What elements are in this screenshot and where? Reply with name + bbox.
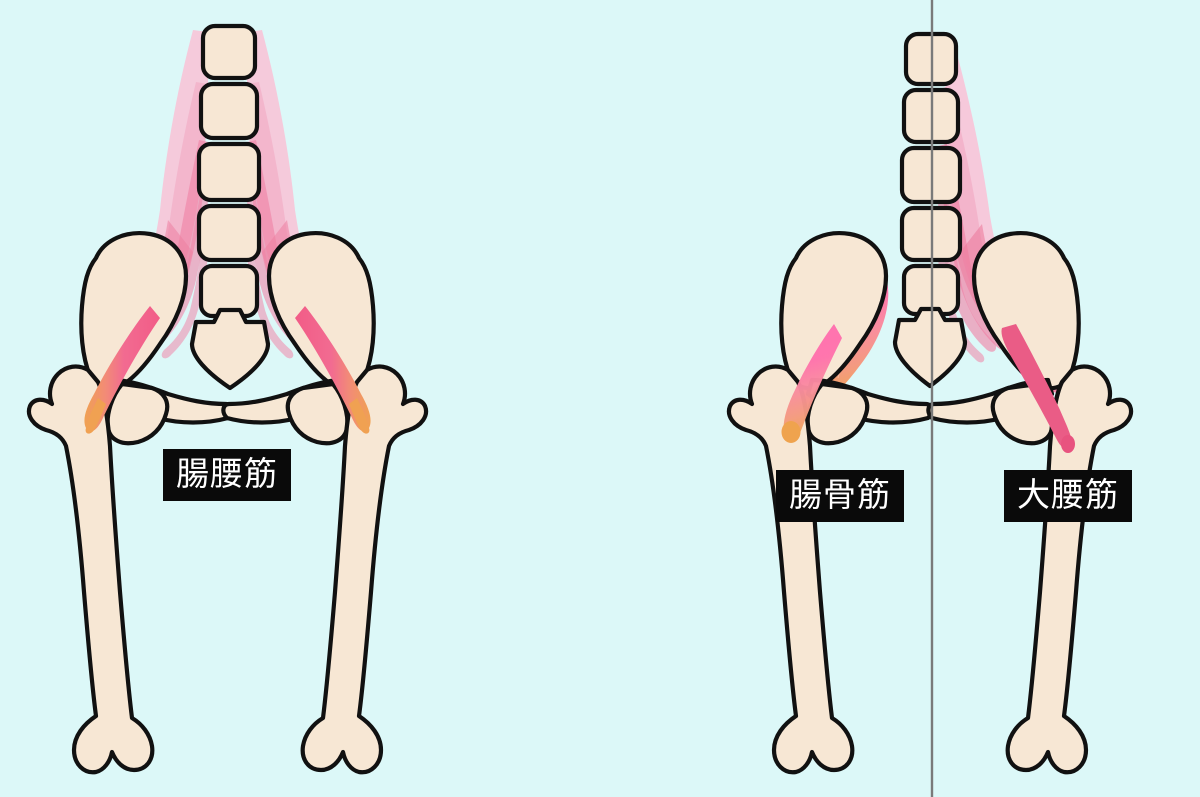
- psoas-fiber-band: [161, 252, 208, 359]
- psoas-fiber-band: [247, 140, 318, 346]
- femur-right: [1005, 364, 1134, 775]
- vertebra-L1: [200, 23, 258, 81]
- vertebra-L3: [196, 141, 262, 203]
- ilium-right: [266, 231, 376, 391]
- femur-left: [26, 364, 155, 775]
- psoas-fiber-band: [942, 86, 1025, 353]
- right-panel-split-view: [726, 0, 1134, 797]
- psoas-fiber-band: [246, 30, 340, 349]
- iliopsoas-tendon-front: [295, 306, 371, 432]
- label-iliacus: 腸骨筋: [776, 470, 904, 522]
- left-skeleton: [26, 23, 429, 775]
- psoas-tendon-front: [1001, 324, 1072, 449]
- ilium-left: [779, 231, 889, 391]
- psoas-fiber-band: [137, 140, 208, 346]
- femur-left: [726, 364, 855, 775]
- left-panel-iliopsoas: [26, 23, 429, 775]
- psoas-fiber-band: [115, 30, 209, 349]
- ilium-left: [79, 231, 189, 391]
- label-psoas-major: 大腰筋: [1004, 470, 1132, 522]
- psoas-fiber-band: [247, 196, 306, 348]
- right-anterior-muscle-overlay: [781, 324, 1075, 453]
- iliacus-tendon-front: [783, 324, 842, 441]
- left-anterior-muscle-overlay: [84, 306, 371, 434]
- vertebra-L2: [198, 81, 260, 141]
- ilium-right: [971, 231, 1081, 391]
- sacrum: [892, 306, 968, 389]
- femur-right: [300, 364, 429, 775]
- iliopsoas-tendon-front: [84, 306, 160, 432]
- psoas-fiber-band: [149, 196, 208, 348]
- tendon-insertion-marker: [781, 421, 801, 443]
- tendon-insertion-marker: [1061, 435, 1075, 453]
- tendon-insertion-marker: [349, 398, 370, 434]
- psoas-fiber-band: [247, 82, 330, 349]
- psoas-fiber-band: [945, 36, 1038, 352]
- label-iliopsoas: 腸腰筋: [163, 449, 291, 501]
- tendon-insertion-marker: [85, 398, 106, 434]
- sacrum: [189, 307, 271, 391]
- psoas-fiber-band: [125, 82, 208, 349]
- vertebra-L4: [196, 203, 262, 263]
